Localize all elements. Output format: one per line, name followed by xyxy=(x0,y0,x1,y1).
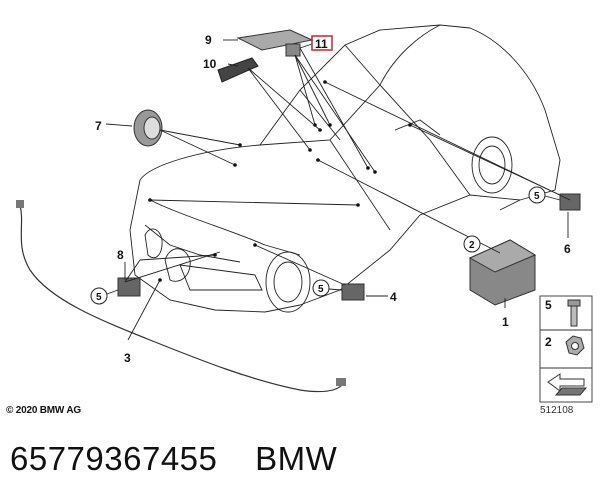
wheel-rear xyxy=(471,136,513,194)
part-9-cover xyxy=(236,29,314,51)
nut-icon xyxy=(565,335,585,356)
car-outline xyxy=(129,24,561,313)
parts-diagram: 9 10 11 7 8 3 4 1 6 5 5 5 2 5 2 xyxy=(16,24,593,403)
circle-ref-2: 2 xyxy=(463,235,481,253)
legend-item-5-label: 5 xyxy=(545,298,552,312)
svg-text:2: 2 xyxy=(469,240,475,251)
hardware-legend: 5 2 xyxy=(539,295,593,403)
callout-11: 11 xyxy=(315,37,328,51)
callout-7: 7 xyxy=(95,119,102,133)
circle-ref-5-front: 5 xyxy=(312,279,330,297)
legend-item-2-label: 2 xyxy=(545,335,552,349)
diagram-number: 512108 xyxy=(540,405,574,416)
part-7-speaker xyxy=(133,109,163,147)
callout-9: 9 xyxy=(205,33,212,47)
brand-name: BMW xyxy=(255,440,338,477)
part-11-sensor xyxy=(285,43,301,57)
callout-4: 4 xyxy=(390,290,397,304)
svg-text:5: 5 xyxy=(534,191,540,202)
callout-3: 3 xyxy=(124,351,131,365)
part-4-sensor xyxy=(341,283,365,301)
cable-connector-top xyxy=(16,200,24,208)
copyright-text: © 2020 BMW AG xyxy=(6,405,81,416)
arrow-icon xyxy=(547,373,588,396)
callout-11-highlight xyxy=(311,35,333,51)
svg-text:5: 5 xyxy=(318,284,324,295)
leader-dots xyxy=(148,80,412,282)
callout-8: 8 xyxy=(117,248,124,262)
bolt-icon xyxy=(567,299,581,327)
cable-part-3 xyxy=(19,204,343,393)
cable-connector-bottom xyxy=(336,378,346,386)
svg-text:5: 5 xyxy=(96,292,102,303)
circle-ref-5-left: 5 xyxy=(90,287,108,305)
wheel-front xyxy=(265,251,311,313)
part-1-control-unit xyxy=(468,239,537,306)
footer-caption: 65779367455 BMW xyxy=(10,440,337,478)
circle-ref-5-rear: 5 xyxy=(528,186,546,204)
part-number: 65779367455 xyxy=(10,440,218,477)
callout-10: 10 xyxy=(203,57,217,71)
part-8-sensor xyxy=(117,277,141,297)
callout-6: 6 xyxy=(564,242,571,256)
callout-1: 1 xyxy=(502,315,509,329)
part-10-module xyxy=(217,57,259,83)
